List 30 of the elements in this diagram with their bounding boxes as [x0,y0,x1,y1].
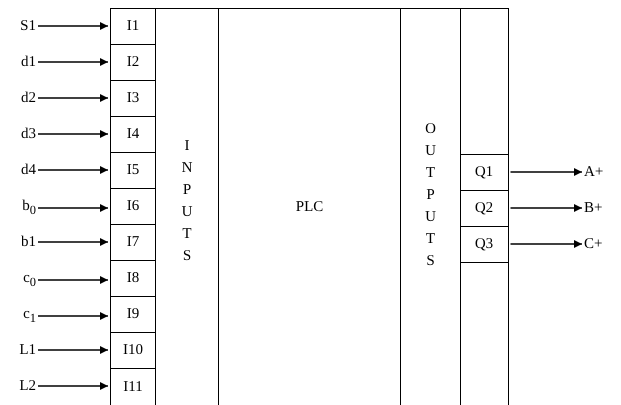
arrow [38,94,108,102]
arrow [510,168,582,176]
arrow [38,238,108,246]
arrow [38,58,108,66]
arrow [38,166,108,174]
signal-label: S1 [20,17,36,35]
signal-label: d1 [21,53,36,71]
arrow [38,22,108,30]
signal-label: d3 [21,125,36,143]
arrow [510,240,582,248]
arrow [38,130,108,138]
output-label: C+ [584,235,602,253]
output-label: A+ [584,163,604,181]
arrow [510,204,582,212]
signal-label: b$_{0}$ [22,197,36,219]
arrow [38,276,108,284]
arrow [38,382,108,390]
signal-label: L2 [19,377,36,395]
signal-label: b1 [21,233,36,251]
output-column [460,8,509,405]
signal-label: c$_{1}$ [23,305,36,327]
output-label: B+ [584,199,602,217]
arrow [38,346,108,354]
arrow [38,204,108,212]
signal-label: d4 [21,161,36,179]
signal-label: c$_{0}$ [23,269,36,291]
signal-label: d2 [21,89,36,107]
input-terminal: I1 [110,8,156,45]
arrow [38,312,108,320]
signal-label: L1 [19,341,36,359]
